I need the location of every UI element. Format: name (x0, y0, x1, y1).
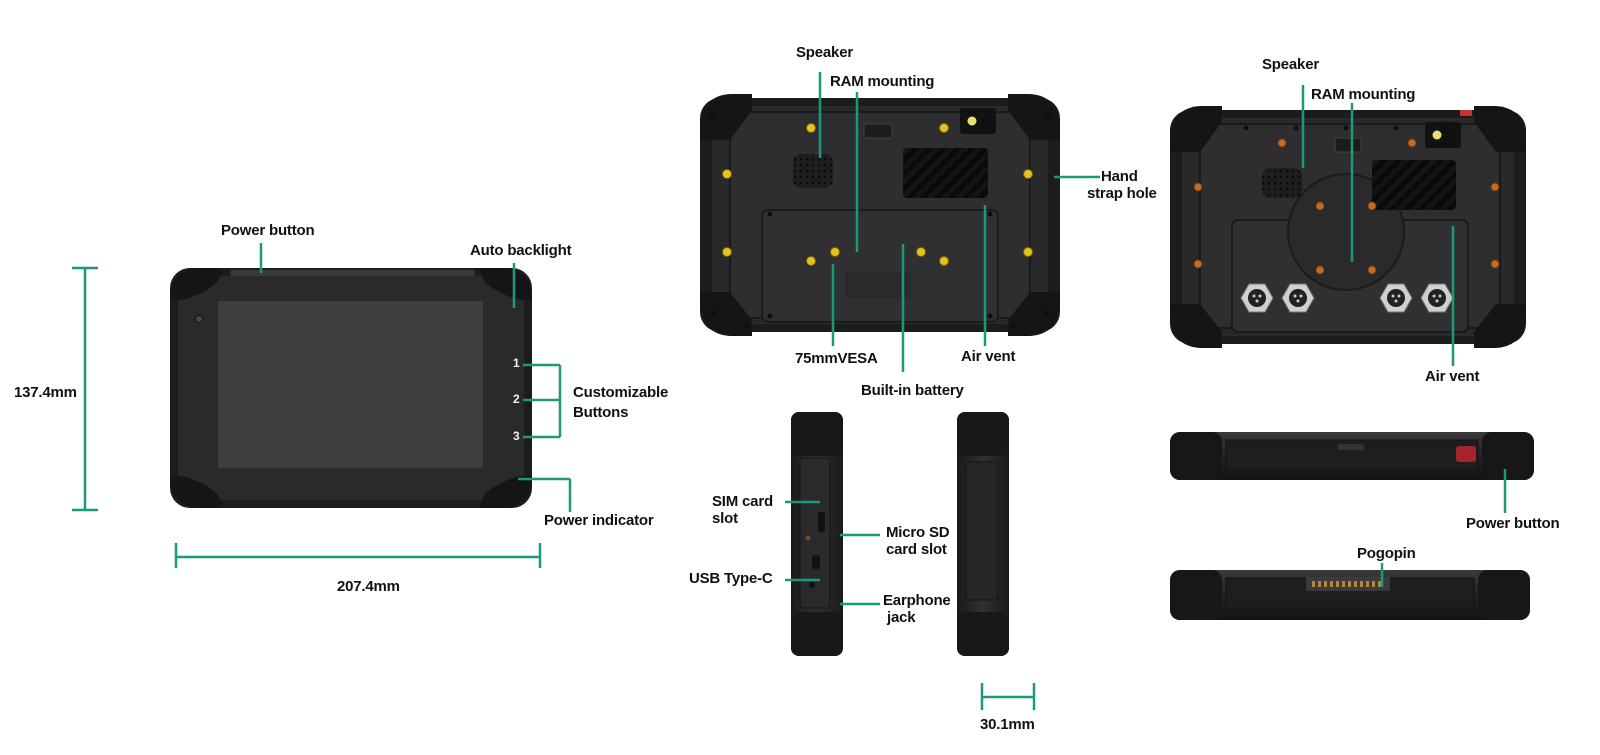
label-customizable-buttons: Customizable Buttons (573, 384, 668, 421)
label-vesa: 75mmVESA (795, 350, 878, 367)
speaker-grill (793, 154, 833, 188)
earphone-jack-port (809, 582, 815, 588)
label-hand-strap-line2: strap hole (1087, 185, 1157, 202)
air-vent-grille (903, 148, 988, 198)
label-sim-line1: SIM card (712, 493, 773, 510)
label-micro-sd-card-slot: Micro SD card slot (886, 524, 950, 558)
top-edge-view-tablet (1170, 432, 1534, 480)
label-ram-mounting-variant: RAM mounting (1311, 86, 1416, 103)
label-power-indicator: Power indicator (544, 512, 654, 529)
label-micro-sd-line2: card slot (886, 541, 947, 558)
label-hand-strap-hole: Hand strap hole (1087, 168, 1157, 202)
label-speaker-back: Speaker (796, 44, 853, 61)
side-view-right-tablet (957, 412, 1009, 656)
bottom-edge-view-tablet (1170, 570, 1530, 620)
label-customizable-line2: Buttons (573, 404, 629, 421)
back-screws (722, 123, 1033, 266)
button-number-2: 2 (513, 392, 520, 406)
front-camera-icon (195, 315, 203, 323)
front-view-tablet (170, 268, 532, 508)
label-power-button-front: Power button (221, 222, 315, 239)
label-ram-mounting-back: RAM mounting (830, 73, 935, 90)
label-power-button-edge: Power button (1466, 515, 1560, 532)
callout-lines (72, 72, 1507, 710)
label-usb-type-c: USB Type-C (689, 570, 773, 587)
button-number-3: 3 (513, 429, 520, 443)
side-view-left-tablet (791, 412, 843, 656)
label-customizable-line1: Customizable (573, 384, 669, 401)
label-auto-backlight: Auto backlight (470, 242, 572, 259)
aviation-connectors (1240, 283, 1454, 313)
label-earphone-line1: Earphone (883, 592, 951, 609)
label-sim-card-slot: SIM card slot (712, 493, 773, 527)
front-screen (218, 301, 483, 468)
label-earphone-jack: Earphone jack (883, 592, 951, 626)
label-pogopin: Pogopin (1357, 545, 1416, 562)
power-button-edge (1456, 446, 1476, 462)
label-thickness-dimension: 30.1mm (980, 716, 1035, 733)
label-speaker-variant: Speaker (1262, 56, 1319, 73)
label-sim-line2: slot (712, 510, 738, 527)
label-hand-strap-line1: Hand (1101, 168, 1138, 185)
label-built-in-battery: Built-in battery (861, 382, 964, 399)
label-width-dimension: 207.4mm (337, 578, 400, 595)
micro-sd-slot (818, 512, 825, 532)
battery-cover (761, 209, 999, 323)
button-number-1: 1 (513, 356, 520, 370)
label-air-vent-variant: Air vent (1425, 368, 1480, 385)
label-height-dimension: 137.4mm (14, 384, 77, 401)
label-air-vent-back: Air vent (961, 348, 1016, 365)
back-view-variant-tablet (1170, 106, 1526, 348)
usb-type-c-port (812, 555, 820, 569)
back-view-tablet (700, 94, 1060, 336)
camera-flash-icon (967, 116, 977, 126)
label-earphone-line2: jack (887, 609, 916, 626)
label-micro-sd-line1: Micro SD (886, 524, 950, 541)
